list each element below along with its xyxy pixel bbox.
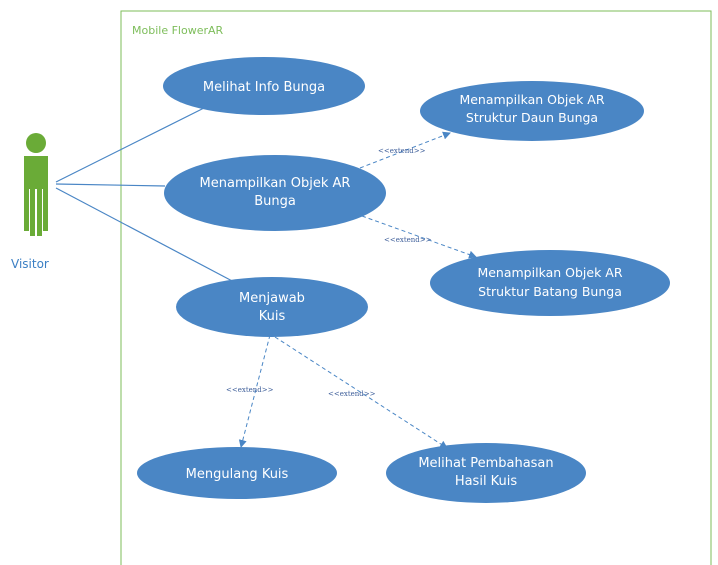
svg-text:Bunga: Bunga <box>254 194 296 209</box>
extend-label-mengulang: <<extend>> <box>226 386 274 394</box>
use-case-objek-bunga: Menampilkan Objek AR Bunga <box>164 155 386 231</box>
extend-label-batang: <<extend>> <box>384 236 432 244</box>
association-objek-bunga <box>55 183 166 187</box>
extend-label-pembahasan: <<extend>> <box>328 390 376 398</box>
use-case-kuis: Menjawab Kuis <box>176 277 368 337</box>
svg-text:Hasil Kuis: Hasil Kuis <box>455 474 518 489</box>
use-case-pembahasan: Melihat Pembahasan Hasil Kuis <box>386 443 586 503</box>
svg-text:Menjawab: Menjawab <box>239 291 305 306</box>
extend-line-daun <box>359 131 451 169</box>
svg-text:Melihat Info Bunga: Melihat Info Bunga <box>203 80 325 95</box>
extend-label-daun: <<extend>> <box>378 147 426 155</box>
use-case-info-bunga: Melihat Info Bunga <box>163 57 365 115</box>
extend-line-pembahasan <box>274 336 448 449</box>
use-case-mengulang: Mengulang Kuis <box>137 447 337 499</box>
actor-label: Visitor <box>11 257 49 271</box>
svg-text:Struktur Daun Bunga: Struktur Daun Bunga <box>466 110 598 125</box>
svg-text:Kuis: Kuis <box>259 309 286 324</box>
use-case-daun: Menampilkan Objek AR Struktur Daun Bunga <box>420 81 644 141</box>
system-boundary <box>120 10 712 565</box>
svg-text:Menampilkan Objek AR: Menampilkan Objek AR <box>477 265 622 280</box>
use-case-batang: Menampilkan Objek AR Struktur Batang Bun… <box>430 250 670 316</box>
extend-line-mengulang <box>238 334 271 448</box>
stick-figure-actor-icon <box>24 133 48 236</box>
svg-text:Mengulang Kuis: Mengulang Kuis <box>186 467 289 482</box>
svg-text:Melihat Pembahasan: Melihat Pembahasan <box>418 456 553 471</box>
association-info-bunga <box>55 106 207 183</box>
svg-text:Menampilkan Objek AR: Menampilkan Objek AR <box>200 176 351 191</box>
association-kuis <box>55 187 237 284</box>
visitor-actor: Visitor <box>11 133 49 271</box>
svg-text:Menampilkan Objek AR: Menampilkan Objek AR <box>459 92 604 107</box>
extend-line-batang <box>361 215 477 259</box>
svg-text:Struktur Batang Bunga: Struktur Batang Bunga <box>478 284 622 299</box>
system-title: Mobile FlowerAR <box>132 24 224 37</box>
